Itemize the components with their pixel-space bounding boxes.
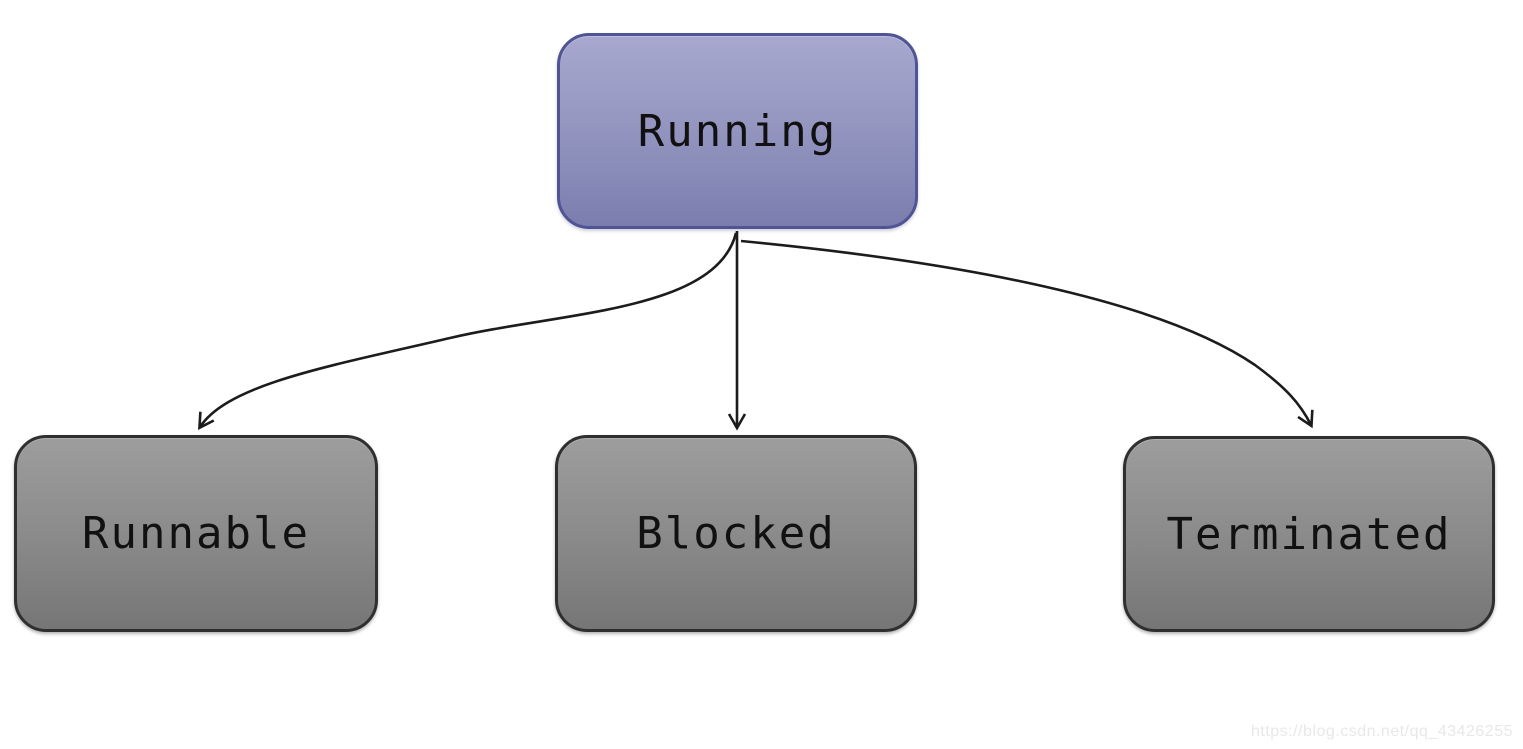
node-blocked-label: Blocked [636,508,836,559]
node-running-label: Running [637,105,838,157]
node-runnable-label: Runnable [82,508,310,559]
node-running: Running [557,33,918,229]
node-terminated-label: Terminated [1166,508,1452,560]
edge-running-to-runnable [198,232,738,431]
node-runnable: Runnable [14,435,378,632]
edge-running-to-terminated [740,239,1314,429]
node-terminated: Terminated [1123,436,1495,632]
node-blocked: Blocked [555,435,917,632]
watermark: https://blog.csdn.net/qq_43426255 [1250,723,1513,740]
